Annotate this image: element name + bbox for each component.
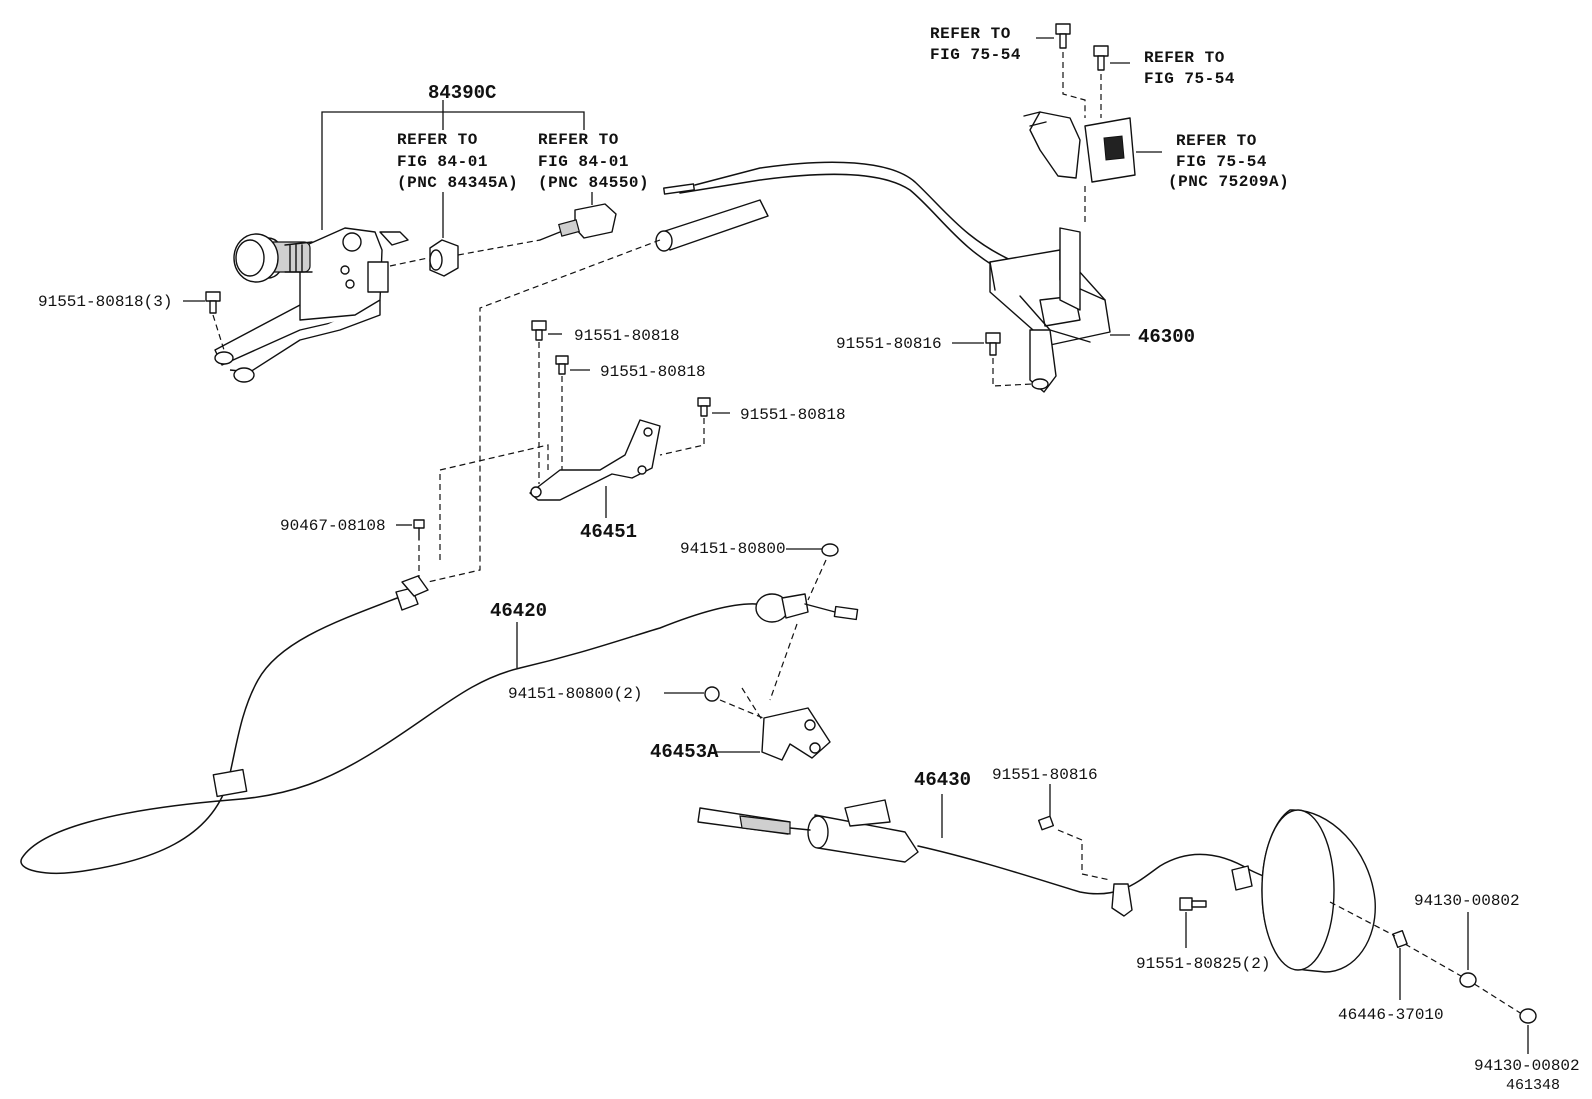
spacer-46446-37010-label: 46446-37010 (1338, 1006, 1444, 1024)
bolt-91551-80818-3-label: 91551-80818(3) (38, 293, 172, 311)
bolt-91551-80816-a-label: 91551-80816 (836, 335, 942, 353)
bolt-b-icon (555, 355, 569, 375)
refer-to-75209a-line1: REFER TO (1176, 132, 1257, 150)
bolt-91551-80825-2-label: 91551-80825(2) (1136, 955, 1270, 973)
front-cable-end-fitting[interactable] (395, 575, 429, 611)
pnc-46300: 46300 (1138, 326, 1195, 348)
bolt-91551-80816-a-icon (985, 332, 1001, 356)
refer-to-75209a-line3: (PNC 75209A) (1168, 173, 1289, 191)
bolt-91551-80825-icon (1179, 897, 1207, 911)
pnc-46451: 46451 (580, 521, 637, 543)
bolt-91551-80818-icon (205, 291, 221, 314)
pedal-switch-connector[interactable] (429, 239, 459, 277)
pnc-46430: 46430 (914, 769, 971, 791)
nut-94151-80800-2-icon (704, 686, 720, 702)
pnc-46453a: 46453A (650, 741, 719, 763)
refer-to-84550-line1: REFER TO (538, 131, 619, 149)
refer-to-84550-line3: (PNC 84550) (538, 174, 649, 192)
bolt-91551-80816-b-icon (1037, 815, 1055, 831)
refer-to-84345a-line3: (PNC 84345A) (397, 174, 518, 192)
pnc-84390c: 84390C (428, 82, 496, 104)
refer-to-84345a-line1: REFER TO (397, 131, 478, 149)
pin-94130-00802-a-label: 94130-00802 (1414, 892, 1520, 910)
bolt-91551-80818-b-label: 91551-80818 (600, 363, 706, 381)
bracket-46451[interactable] (529, 419, 661, 501)
pin-a-icon (1459, 972, 1477, 988)
nut-94151-80800-icon (821, 543, 839, 557)
pnc-46420: 46420 (490, 600, 547, 622)
illustration-number: 461348 (1506, 1077, 1560, 1094)
pin-94130-00802-b-label: 94130-00802 (1474, 1057, 1580, 1075)
pin-b-icon (1519, 1008, 1537, 1024)
refer-to-84345a-line2: FIG 84-01 (397, 153, 488, 171)
refer-to-75209a-line2: FIG 75-54 (1176, 153, 1267, 171)
bolt-c-icon (697, 397, 711, 417)
nut-94151-80800-label: 94151-80800 (680, 540, 786, 558)
clip-90467-08108-icon (413, 519, 425, 541)
cable-adjuster[interactable] (655, 199, 769, 252)
bolt-91551-80818-a-label: 91551-80818 (574, 327, 680, 345)
bolt-75-54-b-icon (1093, 45, 1109, 71)
bracket-46453a[interactable] (761, 707, 831, 761)
refer-to-84550-line2: FIG 84-01 (538, 153, 629, 171)
nut-94151-80800-2-label: 94151-80800(2) (508, 685, 642, 703)
cable-clamp[interactable] (1111, 883, 1133, 917)
intermediate-lever-fitting[interactable] (755, 593, 859, 623)
equalizer-46300[interactable] (989, 227, 1111, 393)
bolt-91551-80818-c-label: 91551-80818 (740, 406, 846, 424)
parking-brake-pedal-assembly[interactable] (214, 227, 409, 383)
bolt-a-icon (531, 320, 547, 341)
refer-to-75-54-b-line1: REFER TO (1144, 49, 1225, 67)
clip-90467-08108-label: 90467-08108 (280, 517, 386, 535)
refer-to-75-54-a-line2: FIG 75-54 (930, 46, 1021, 64)
bolt-91551-80816-b-label: 91551-80816 (992, 766, 1098, 784)
switch-bracket-75209a[interactable] (1023, 111, 1136, 183)
refer-to-75-54-a-line1: REFER TO (930, 25, 1011, 43)
brake-drum-backing-plate (1261, 809, 1376, 973)
rear-cable-46430-housing[interactable] (697, 799, 919, 863)
brake-warning-switch[interactable] (539, 203, 617, 241)
bolt-75-54-a-icon (1055, 23, 1071, 49)
spacer-icon (1392, 930, 1408, 948)
refer-to-75-54-b-line2: FIG 75-54 (1144, 70, 1235, 88)
